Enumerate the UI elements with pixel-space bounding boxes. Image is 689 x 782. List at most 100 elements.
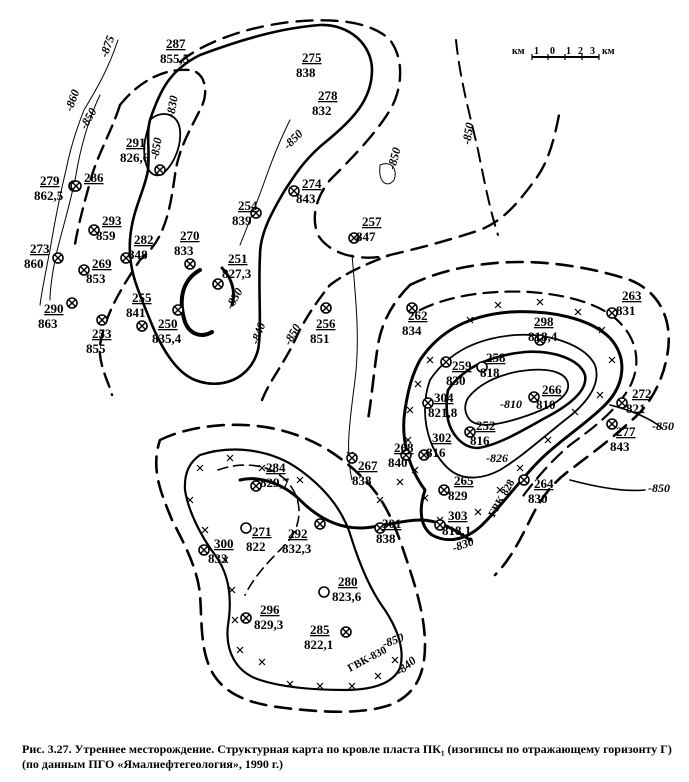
isoline-label: -875 (97, 34, 118, 59)
well-number: 300 (214, 536, 234, 551)
scale-unit-left: км (512, 46, 525, 57)
crossed-well-icon (616, 397, 628, 409)
well-elevation: 823,6 (332, 589, 362, 604)
isoline-label: -850 (76, 105, 99, 131)
gvk-tick (396, 478, 404, 486)
scale-tick-label: 1 (534, 46, 539, 57)
well-elevation: 839 (232, 213, 252, 228)
gvk-tick (258, 658, 266, 666)
well-number: 258 (486, 350, 506, 365)
gvk-tick (544, 436, 552, 444)
open-well-icon (240, 522, 252, 534)
isoline-818-se (445, 350, 587, 450)
isoline-label: -850 (280, 321, 303, 347)
well-elevation: 855 (86, 341, 106, 356)
gvk-tick (406, 406, 414, 414)
well-elevation: 838 (352, 473, 372, 488)
gvk-tick (414, 380, 422, 388)
gvk-tick (494, 301, 502, 309)
well-number: 256 (316, 316, 336, 331)
well-elevation: 843 (296, 191, 316, 206)
well-number: 285 (310, 622, 330, 637)
well-number: 272 (632, 386, 652, 401)
well-elevation: 847 (356, 229, 376, 244)
isoline-830-link (238, 477, 472, 542)
well-number: 279 (40, 173, 60, 188)
gvk-tick (221, 556, 229, 564)
gvk-tick (286, 680, 294, 688)
crossed-well-icon (198, 544, 210, 556)
isoline-label: -830 (222, 285, 245, 311)
well-number: 264 (534, 476, 554, 491)
well-elevation: 829,3 (254, 617, 284, 632)
well: 286 (70, 170, 104, 192)
crossed-well-icon (400, 449, 412, 461)
isoline-830-250 (179, 268, 214, 337)
well-number: 293 (102, 213, 122, 228)
crossed-well-icon (120, 252, 132, 264)
crossed-well-icon (434, 519, 446, 531)
gvk-tick-marks (186, 298, 616, 690)
scale-unit-right: км (602, 46, 615, 57)
well-number: 278 (318, 88, 338, 103)
isoline-850-mid (260, 253, 392, 402)
well-number: 265 (454, 473, 474, 488)
well-elevation: 832,3 (282, 541, 312, 556)
crossed-well-icon (406, 302, 418, 314)
well-number: 291 (126, 135, 146, 150)
isoline-830-se (402, 310, 624, 541)
isoline-850-264 (569, 479, 646, 492)
well-elevation: 848 (128, 247, 148, 262)
gvk-tick (391, 656, 399, 664)
well-number: 250 (158, 316, 178, 331)
crossed-well-icon (314, 518, 326, 530)
gvk-tick (374, 672, 382, 680)
well-elevation: 818 (480, 365, 500, 380)
gvk-tick (411, 466, 419, 474)
gvk-tick (571, 408, 579, 416)
isoline-840-north (128, 23, 374, 385)
isoline-label: -850 (280, 127, 305, 152)
scale-tick-label: 2 (578, 46, 583, 57)
gvk-label: ГВК-830 (346, 644, 390, 675)
well-number: 251 (228, 251, 248, 266)
open-well-icon (318, 586, 330, 598)
well-elevation: 830 (446, 373, 466, 388)
well-elevation: 822 (246, 539, 266, 554)
crossed-well-icon (172, 304, 184, 316)
crossed-well-icon (346, 452, 358, 464)
isoline-850-north (178, 19, 562, 259)
gvk-tick (536, 298, 544, 306)
gvk-tick (376, 496, 384, 504)
well-number: 253 (92, 326, 112, 341)
well-number: 254 (238, 198, 258, 213)
well-number: 302 (432, 430, 452, 445)
crossed-well-icon (96, 314, 108, 326)
well-number: 263 (622, 288, 642, 303)
well-number: 287 (166, 36, 186, 51)
crossed-well-icon (212, 278, 224, 290)
well-elevation: 851 (310, 331, 330, 346)
crossed-well-icon (250, 207, 262, 219)
well-elevation: 855,5 (160, 51, 190, 66)
well-elevation: 818,1 (442, 523, 471, 538)
isoline-label: -810 (500, 397, 522, 411)
isoline-850-263 (609, 404, 663, 429)
gvk-tick (421, 494, 429, 502)
isoline-830-291 (143, 113, 182, 177)
